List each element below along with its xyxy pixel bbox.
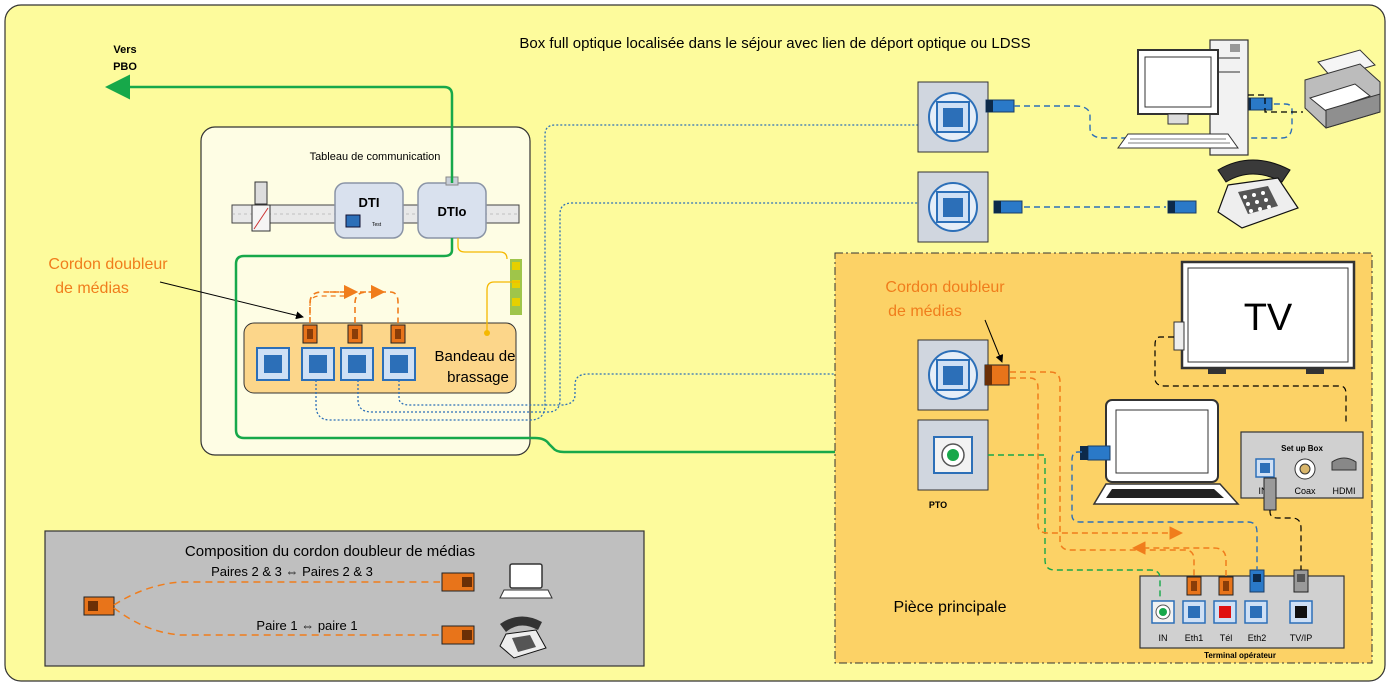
orange-connector-2	[347, 324, 363, 344]
ground-strip-icon	[510, 259, 522, 315]
composition-source-plug	[83, 596, 115, 616]
tv-label: TV	[1244, 297, 1293, 339]
dti-test-label: Test	[372, 222, 382, 228]
telephone-icon	[1217, 159, 1299, 229]
composition-phone-icon	[499, 616, 547, 659]
printer-icon	[1304, 49, 1381, 129]
composition-plug-2	[441, 625, 475, 645]
cordon-right-label-2: de médias	[888, 303, 962, 320]
setup-box-connector	[1263, 477, 1277, 511]
fiber-to-pto	[234, 238, 935, 454]
vers-label: Vers	[113, 44, 136, 56]
tableau-communication-box	[200, 126, 531, 456]
terminal-port-eth1: Eth1	[1185, 633, 1204, 643]
dtio-label: DTIo	[438, 204, 467, 219]
cordon-left-label-1: Cordon doubleur	[48, 256, 168, 273]
cordon-right-label-1: Cordon doubleur	[885, 279, 1005, 296]
terminal-port-in: IN	[1159, 633, 1168, 643]
dti-box: DTI Test	[334, 182, 404, 239]
dti-label: DTI	[359, 195, 380, 210]
tableau-label: Tableau de communication	[310, 151, 441, 163]
terminal-plug-tel	[1218, 576, 1234, 596]
pto-outlet	[917, 419, 989, 491]
terminal-port-tvip: TV/IP	[1290, 633, 1313, 643]
fiber-to-pbo	[105, 74, 454, 183]
setup-box-port-hdmi: HDMI	[1333, 486, 1356, 496]
pbo-label: PBO	[113, 61, 137, 73]
setup-box-port-coax: Coax	[1294, 486, 1316, 496]
orange-connector-1	[302, 324, 318, 344]
bandeau-ports	[256, 347, 416, 381]
tv-icon	[1173, 260, 1356, 374]
terminal-port-eth2: Eth2	[1248, 633, 1267, 643]
orange-connector-room	[984, 364, 1010, 386]
wall-outlet-2	[917, 171, 989, 243]
setup-box-title: Set up Box	[1281, 444, 1323, 453]
cordon-left-label-2: de médias	[55, 280, 129, 297]
laptop-connector	[1080, 445, 1111, 461]
bandeau-label-2: brassage	[447, 369, 509, 386]
terminal-plug-eth2	[1249, 569, 1265, 593]
composition-plug-1	[441, 572, 475, 592]
ground-clamp-icon	[251, 181, 271, 232]
terminal-plug-tvip	[1293, 569, 1309, 593]
composition-line-2: Paire 1 ⇔ paire 1	[256, 618, 357, 633]
setup-box-port-in: IN	[1259, 486, 1268, 496]
dtio-box: DTIo	[417, 176, 487, 239]
laptop-icon	[1092, 399, 1240, 505]
composition-line-1: Paires 2 & 3 ⇔ Paires 2 & 3	[211, 564, 373, 579]
terminal-plug-eth1	[1186, 576, 1202, 596]
terminal-title: Terminal opérateur	[1204, 651, 1276, 660]
bandeau-label-1: Bandeau de	[435, 348, 516, 365]
composition-laptop-icon	[499, 563, 553, 599]
diagram-title: Box full optique localisée dans le séjou…	[519, 35, 1030, 52]
setup-box	[1240, 431, 1364, 499]
pto-label: PTO	[929, 500, 947, 510]
desktop-computer-icon	[1117, 39, 1249, 156]
wall-outlet-3	[917, 339, 989, 411]
orange-connector-3	[390, 324, 406, 344]
terminal-port-tel: Tél	[1220, 633, 1233, 643]
piece-principale-label: Pièce principale	[894, 599, 1007, 616]
composition-title: Composition du cordon doubleur de médias	[185, 543, 475, 560]
terminal-operateur	[1139, 575, 1345, 649]
wall-outlet-1	[917, 81, 989, 153]
